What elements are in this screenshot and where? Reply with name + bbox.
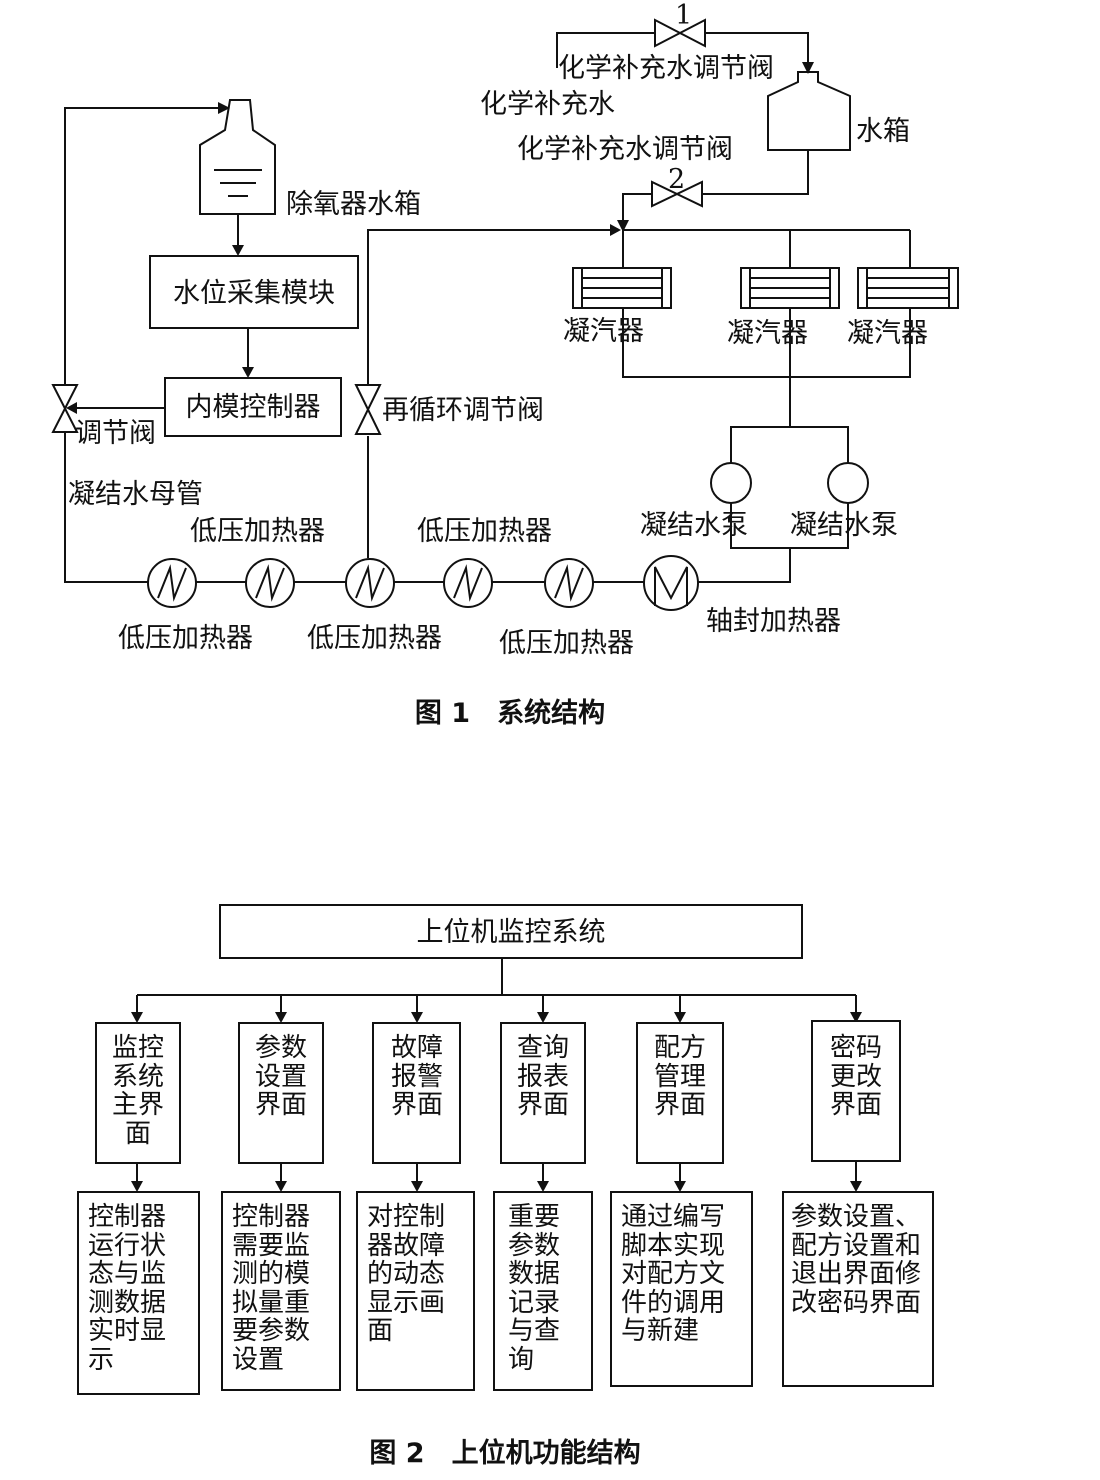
desc-arrows: [131, 1161, 862, 1192]
adjust-valve-icon: [51, 384, 79, 433]
chem-valve-2-icon: [651, 180, 703, 208]
figure-1-caption: 图 1 系统结构: [415, 697, 605, 729]
module-label-1: 监控系统主界面: [111, 1033, 164, 1149]
condenser-2-icon: [740, 267, 840, 309]
lp-heater-1-icon: [147, 558, 197, 608]
valve-1-number: 1: [675, 0, 692, 31]
branch-arrows: [131, 995, 862, 1023]
shaft-seal-heater-icon: [643, 555, 699, 611]
condenser-3-label: 凝汽器: [847, 318, 928, 349]
module-desc-4: 重要参数数据记录与查询: [508, 1202, 561, 1375]
lp-heater-top-label-1: 低压加热器: [190, 516, 325, 547]
lp-heater-top-label-2: 低压加热器: [417, 516, 552, 547]
condenser-2-label: 凝汽器: [727, 318, 808, 349]
deaerator-label: 除氧器水箱: [286, 189, 421, 220]
chem-valve-top-label: 化学补充水调节阀: [558, 53, 774, 84]
water-level-module: [149, 255, 359, 329]
deaerator-tank-icon: [199, 99, 276, 215]
chem-water-label: 化学补充水: [480, 89, 615, 120]
lp-heater-2-icon: [245, 558, 295, 608]
lp-heater-bottom-label-1: 低压加热器: [118, 623, 253, 654]
lp-heater-4-icon: [443, 558, 493, 608]
module-label-2: 参数设置界面: [254, 1033, 307, 1120]
shaft-seal-heater-label: 轴封加热器: [706, 606, 841, 637]
main-pipe-label: 凝结水母管: [68, 479, 203, 510]
lp-heater-3-icon: [345, 558, 395, 608]
condenser-1-label: 凝汽器: [563, 316, 644, 347]
module-label-3: 故障报警界面: [390, 1033, 443, 1120]
chem-valve-1-line: 1: [556, 0, 814, 74]
module-desc-1: 控制器运行状态与监测数据实时显示: [88, 1202, 167, 1375]
valve-2-number: 2: [668, 164, 685, 195]
condensate-pump-2-icon: [827, 462, 869, 504]
adjust-valve-label: 调节阀: [75, 418, 156, 449]
imc-controller-label: 内模控制器: [186, 392, 321, 423]
condensate-pump-1-label: 凝结水泵: [640, 510, 748, 541]
module-label-6: 密码更改界面: [829, 1033, 882, 1120]
condensate-pump-2-label: 凝结水泵: [790, 510, 898, 541]
root-label: 上位机监控系统: [417, 917, 606, 948]
module-label-4: 查询报表界面: [516, 1033, 569, 1120]
system-structure-diagram: 1 化学补充水调节阀 化学补充水 化学补充水调节阀 水箱 2 除氧器水箱 水位采…: [51, 0, 959, 729]
recirc-valve-icon: [354, 384, 382, 435]
root-box: [219, 904, 803, 959]
module-desc-6: 参数设置、配方设置和退出界面修改密码界面: [791, 1202, 922, 1318]
water-tank-icon: [767, 71, 851, 151]
lp-heater-bottom-label-2: 低压加热器: [307, 623, 442, 654]
water-tank-label: 水箱: [856, 116, 910, 147]
module-desc-5: 通过编写脚本实现对配方文件的调用与新建: [621, 1202, 726, 1346]
condensate-pump-1-icon: [710, 462, 752, 504]
module-desc-3: 对控制器故障的动态显示画面: [367, 1202, 446, 1346]
chem-valve-2-line: 2: [617, 150, 809, 232]
water-level-module-label: 水位采集模块: [173, 278, 335, 309]
condenser-3-icon: [857, 267, 959, 309]
recirc-valve-label: 再循环调节阀: [382, 395, 544, 426]
figure-2-caption: 图 2 上位机功能结构: [369, 1437, 640, 1469]
chem-valve-1-icon: [654, 18, 706, 48]
condenser-1-icon: [572, 267, 672, 309]
chem-valve-bottom-label: 化学补充水调节阀: [517, 134, 733, 165]
module-label-5: 配方管理界面: [653, 1033, 706, 1120]
module-desc-2: 控制器需要监测的模拟量重要参数设置: [232, 1202, 311, 1375]
lp-heater-bottom-label-3: 低压加热器: [499, 628, 634, 659]
lp-heater-5-icon: [544, 558, 594, 608]
